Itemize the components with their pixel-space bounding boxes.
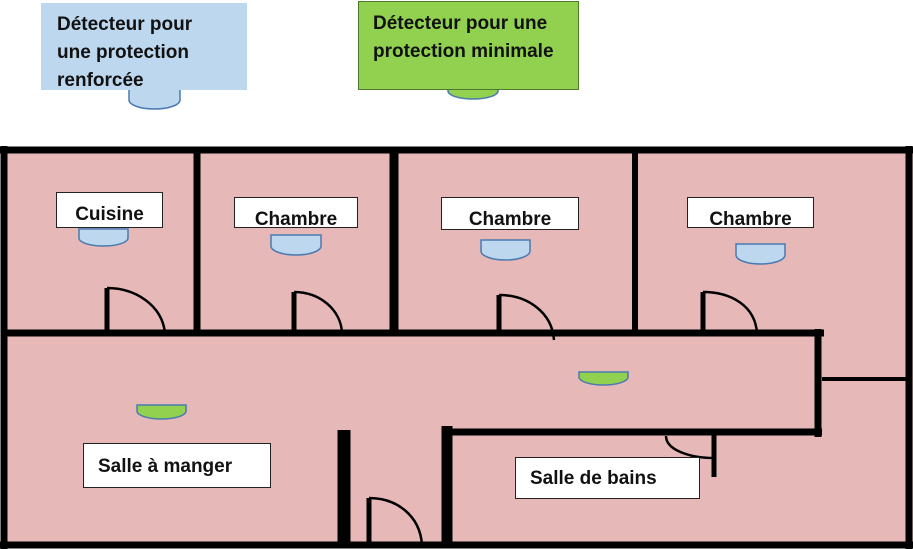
detector-reinforced-icon	[78, 228, 129, 247]
door-salle-de-bains	[664, 435, 715, 460]
door-cuisine	[104, 286, 167, 334]
detector-reinforced-icon	[270, 234, 322, 256]
door-chambre-1	[291, 290, 344, 334]
room-label-chambre-1: Chambre	[234, 197, 358, 230]
room-label-salle-a-manger: Salle à manger	[83, 443, 271, 488]
legend-reinforced-text: Détecteur pour une protection renforcée	[57, 14, 193, 91]
room-name: Chambre	[709, 209, 792, 230]
legend-minimal: Détecteur pour une protection minimale	[358, 1, 579, 90]
detector-minimal-icon	[136, 404, 187, 420]
room-name: Chambre	[254, 209, 338, 230]
room-label-salle-de-bains: Salle de bains	[515, 457, 700, 499]
door-chambre-2	[496, 293, 556, 341]
room-name: Chambre	[468, 209, 552, 230]
room-name: Salle à manger	[98, 456, 233, 477]
room-label-chambre-3: Chambre	[687, 197, 814, 230]
legend-reinforced: Détecteur pour une protection renforcée	[41, 3, 247, 91]
door-chambre-3	[700, 290, 759, 334]
detector-reinforced-icon	[735, 243, 786, 265]
room-name: Cuisine	[75, 204, 144, 225]
room-name: Salle de bains	[530, 468, 657, 489]
room-label-chambre-2: Chambre	[441, 197, 579, 230]
detector-minimal-icon	[578, 371, 629, 386]
detector-reinforced-icon	[480, 239, 531, 261]
door-salle-a-manger	[366, 496, 424, 546]
legend-minimal-text: Détecteur pour une protection minimale	[373, 13, 554, 62]
detector-reinforced-icon	[128, 88, 181, 110]
room-label-cuisine: Cuisine	[56, 192, 163, 228]
